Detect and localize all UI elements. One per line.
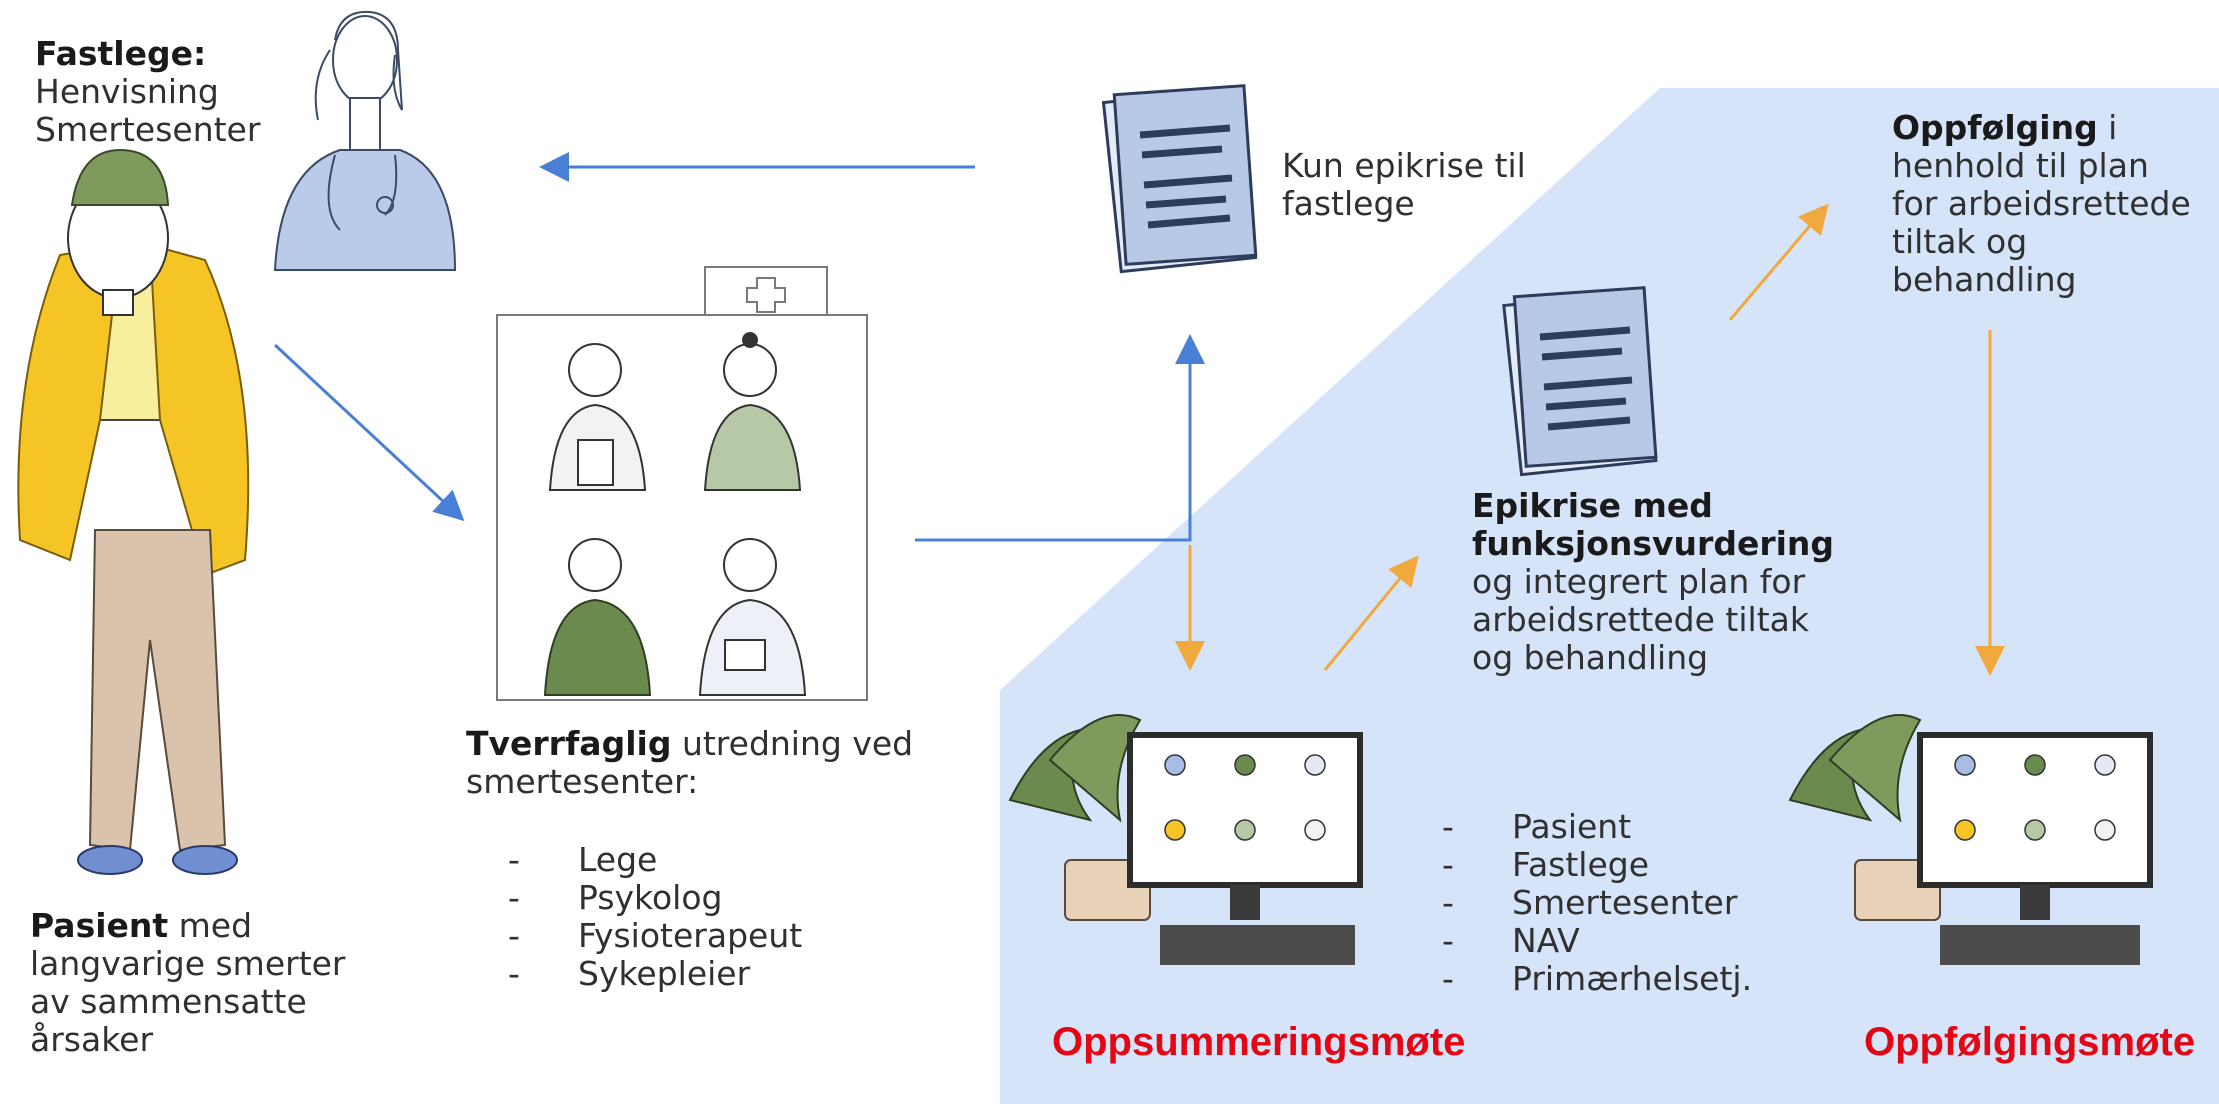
lege-figure [548, 343, 647, 491]
tverrfaglig-bold: Tverrfaglig [466, 724, 672, 763]
tverrfaglig-members: Lege Psykolog Fysioterapeut Sykepleier [508, 841, 802, 994]
arrow-patient-to-team [273, 343, 465, 522]
epikrise-line5: og behandling [1472, 638, 1709, 677]
epikrise-bold2: funksjonsvurdering [1472, 524, 1835, 563]
participant-primaerhelsetj: Primærhelsetj. [1442, 960, 1752, 999]
tverrfaglig-label: Tverrfaglig utredning ved smertesenter: [466, 725, 913, 801]
pasient-line3: av sammensatte [30, 982, 307, 1021]
kun-epikrise-line2: fastlege [1282, 184, 1415, 223]
summary-meeting-title: Oppsummeringsmøte [1052, 1020, 1466, 1064]
arrow-epikrise-to-followup [1728, 203, 1829, 321]
pasient-line2: langvarige smerter [30, 944, 346, 983]
arrow-summary-to-epikrise [1323, 555, 1419, 671]
participant-pasient: Pasient [1442, 808, 1752, 847]
pasient-illustration [17, 148, 250, 875]
oppfolging-line5: behandling [1892, 260, 2077, 299]
participant-nav: NAV [1442, 922, 1752, 961]
epikrise-bold1: Epikrise med [1472, 486, 1713, 525]
oppfolging-line3: for arbeidsrettede [1892, 184, 2191, 223]
computer-summary-meeting [1008, 714, 1363, 965]
member-lege: Lege [508, 841, 802, 880]
followup-meeting-title: Oppfølgingsmøte [1864, 1020, 2196, 1064]
sykepleier-figure [698, 538, 807, 696]
epikrise-line4: arbeidsrettede tiltak [1472, 600, 1809, 639]
fastlege-line2: Smertesenter [35, 110, 261, 149]
pasient-line4: årsaker [30, 1020, 154, 1059]
oppfolging-line2: henhold til plan [1892, 146, 2149, 185]
participant-smertesenter: Smertesenter [1442, 884, 1752, 923]
fastlege-label: Fastlege: Henvisning Smertesenter [35, 35, 260, 149]
oppfolging-bold: Oppfølging [1892, 108, 2098, 147]
computer-followup-meeting [1788, 714, 2153, 965]
pasient-label: Pasient med langvarige smerter av sammen… [30, 907, 346, 1059]
oppfolging-rest: i [2097, 108, 2118, 147]
participants-list: Pasient Fastlege Smertesenter NAV Primær… [1442, 808, 1752, 999]
connector-team-to-branch [915, 334, 1205, 542]
member-fysioterapeut: Fysioterapeut [508, 917, 802, 956]
smertesenter-building [496, 266, 868, 701]
member-sykepleier: Sykepleier [508, 955, 802, 994]
epikrise-document-icon [1502, 286, 1658, 477]
oppfolging-label: Oppfølging i henhold til plan for arbeid… [1892, 109, 2191, 299]
epikrise-label: Epikrise med funksjonsvurdering og integ… [1472, 487, 1834, 677]
oppfolging-line4: tiltak og [1892, 222, 2028, 261]
fastlege-illustration [273, 10, 457, 271]
epikrise-line3: og integrert plan for [1472, 562, 1806, 601]
document-icon [1101, 84, 1258, 274]
member-psykolog: Psykolog [508, 879, 802, 918]
kun-epikrise-line1: Kun epikrise til [1282, 146, 1526, 185]
kun-epikrise-label: Kun epikrise til fastlege [1282, 147, 1526, 223]
psykolog-figure [703, 332, 802, 491]
fastlege-title: Fastlege: [35, 34, 207, 73]
tverrfaglig-line2: smertesenter: [466, 762, 699, 801]
participant-fastlege: Fastlege [1442, 846, 1752, 885]
tverrfaglig-rest: utredning ved [671, 724, 914, 763]
pasient-rest: med [168, 906, 253, 945]
fastlege-line1: Henvisning [35, 72, 219, 111]
fysioterapeut-figure [543, 538, 652, 696]
pasient-bold: Pasient [30, 906, 169, 945]
